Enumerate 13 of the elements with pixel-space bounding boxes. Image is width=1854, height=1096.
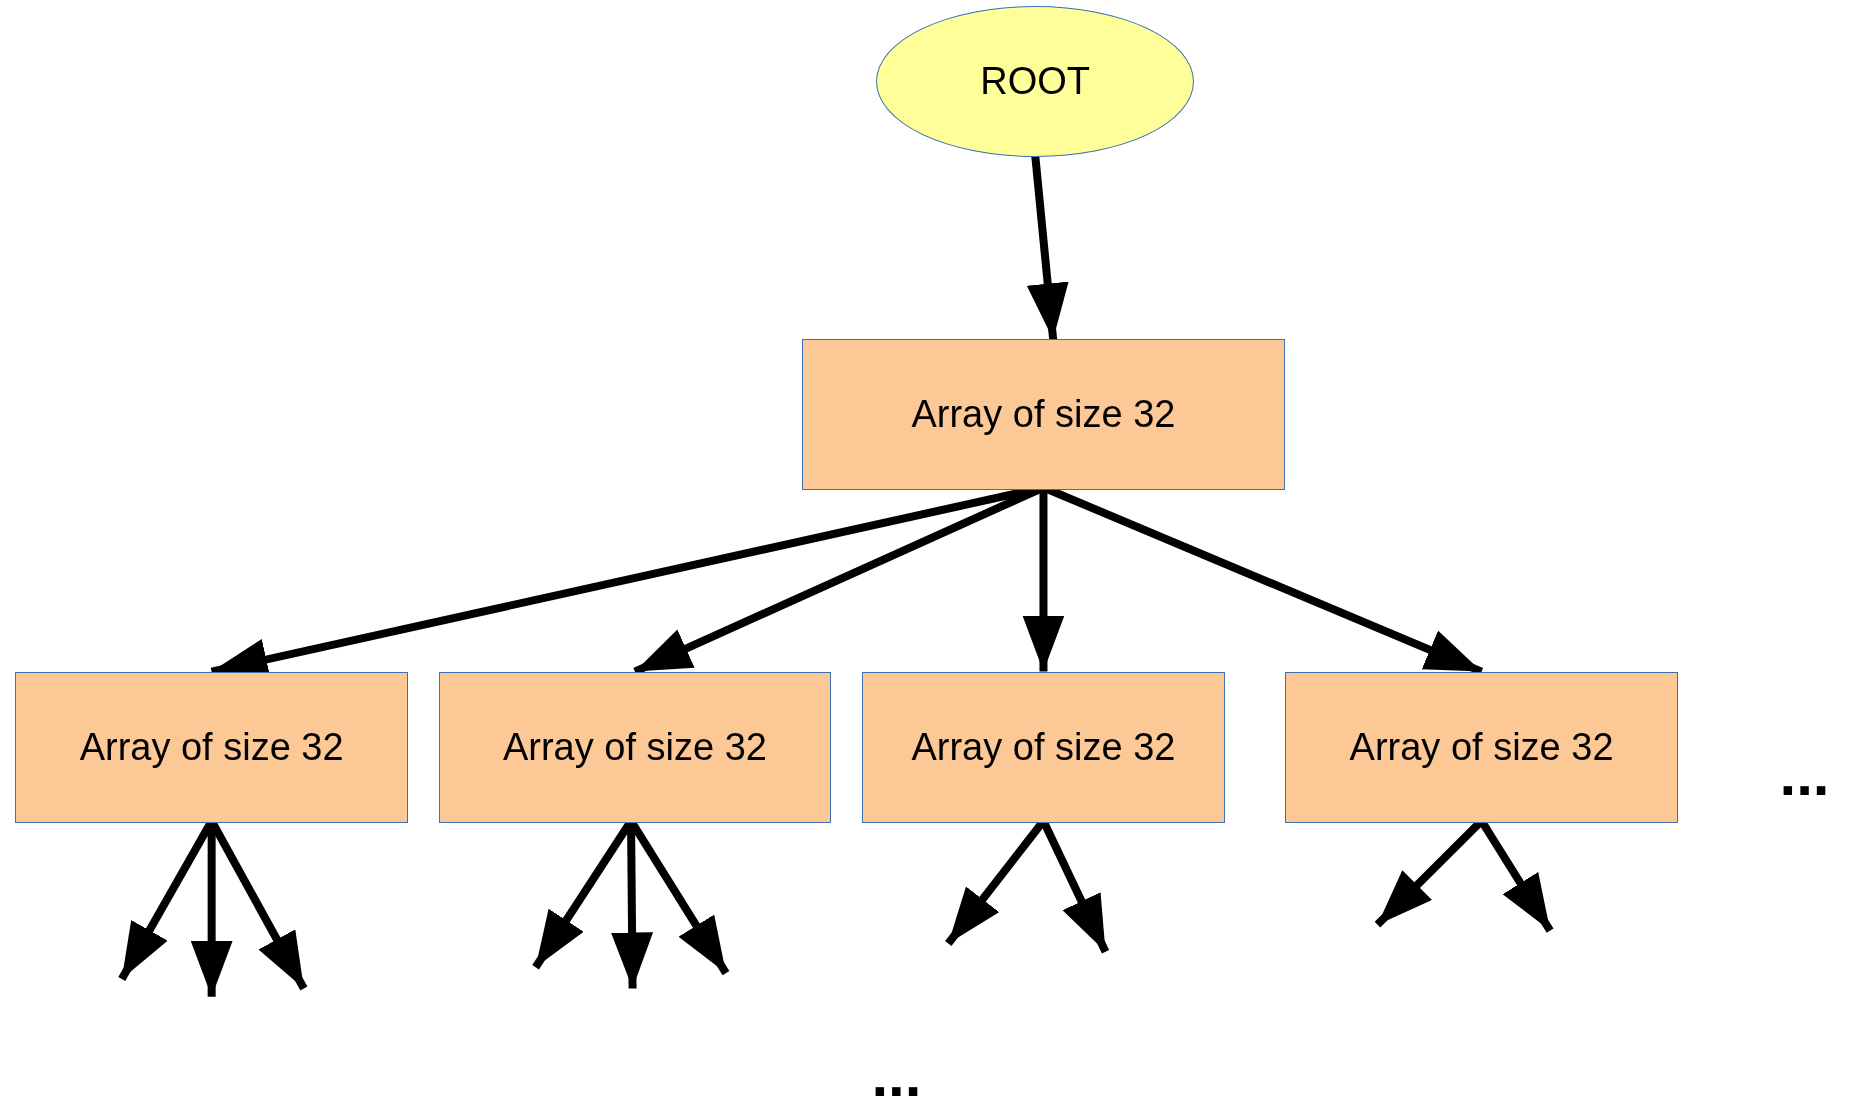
node-label: Array of size 32 [1349, 725, 1614, 769]
array-box [861, 671, 1225, 823]
node-label: ROOT [980, 60, 1091, 104]
array-box [15, 671, 408, 823]
node-label: Array of size 32 [911, 725, 1176, 769]
ellipsis: ... [871, 1046, 922, 1096]
ellipsis: ... [1779, 744, 1830, 805]
array-box [438, 671, 832, 823]
array-box [801, 339, 1286, 490]
array-box [1285, 671, 1678, 823]
node-label: Array of size 32 [911, 392, 1176, 436]
node-label: Array of size 32 [502, 725, 767, 769]
node-label: Array of size 32 [79, 725, 344, 769]
